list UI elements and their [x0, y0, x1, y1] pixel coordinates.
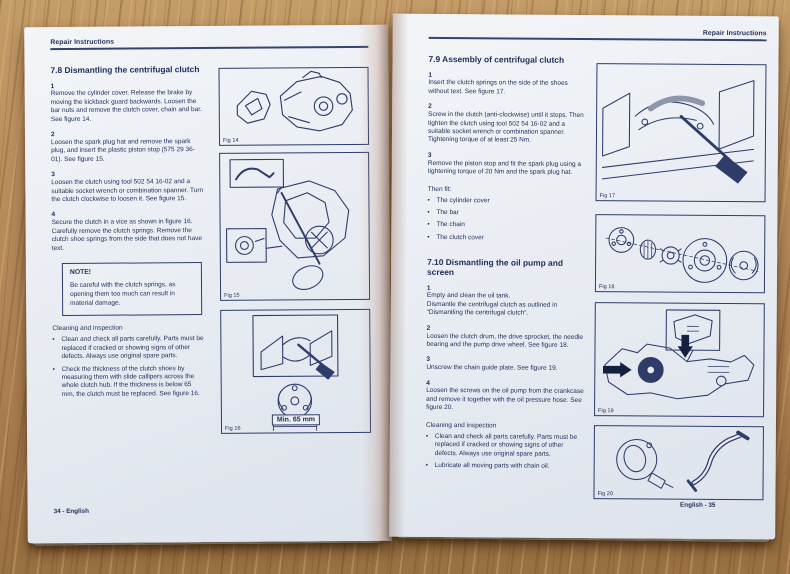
figure-19: Fig 19 — [594, 302, 765, 418]
clutch-drum-exploded-illustration — [605, 227, 759, 283]
left-figure-column: Fig 14 — [218, 56, 372, 434]
oil-pump-and-hose-illustration — [616, 430, 750, 492]
figure-caption: Fig 19 — [598, 408, 614, 415]
right-running-header: Repair Instructions — [702, 29, 767, 38]
step-text: Loosen the screws on the oil pump from t… — [426, 387, 584, 412]
list-item: Clean and check all parts carefully. Par… — [52, 335, 204, 361]
step-text: Loosen the clutch using tool 502 54 16-0… — [51, 178, 204, 204]
section-7-9-title: 7.9 Assembly of centrifugal clutch — [428, 53, 565, 65]
left-text-column: 7.8 Dismantling the centrifugal clutch 1… — [50, 57, 205, 435]
step: 3 Remove the piston stop and fit the spa… — [428, 152, 586, 178]
right-page-number: English - 35 — [680, 501, 716, 509]
figure-15: Fig 15 — [219, 151, 371, 301]
step: 1 Empty and clean the oil tank. Dismantl… — [427, 285, 585, 319]
bullet-icon — [427, 234, 436, 243]
chainsaw-side-illustration — [236, 70, 353, 132]
note-title: NOTE! — [69, 268, 92, 276]
step-text: Loosen the spark plug hat and remove the… — [50, 138, 195, 163]
clutch-removal-illustration — [226, 158, 350, 290]
list-item: The clutch cover — [427, 234, 585, 244]
figure-14: Fig 14 — [218, 66, 370, 146]
step: 4 Secure the clutch in a vice as shown i… — [51, 210, 203, 253]
step: 1 Insert the clutch springs on the side … — [428, 72, 586, 98]
figure-17: Fig 17 — [595, 63, 767, 203]
figure-16: Min. 65 mm Fig 16 — [220, 308, 372, 434]
section-7-10-title: 7.10 Dismantling the oil pump and screen — [426, 257, 564, 278]
list-item-text: Check the thickness of the clutch shoes … — [61, 364, 200, 398]
right-page-content: Repair Instructions 7.9 Assembly of cent… — [389, 14, 779, 540]
step: 1 Remove the cylinder cover. Release the… — [51, 82, 203, 125]
right-figure-column: Fig 17 — [593, 48, 767, 501]
section-7-8-title: 7.8 Dismantling the centrifugal clutch — [50, 64, 200, 76]
list-item: The cylinder cover — [427, 196, 585, 206]
list-item: The chain — [427, 221, 585, 231]
right-columns: 7.9 Assembly of centrifugal clutch 1 Ins… — [425, 47, 767, 501]
step-text: Screw in the clutch (anti-clockwise) unt… — [427, 111, 584, 145]
list-item: Clean and check all parts carefully. Par… — [426, 433, 584, 459]
min-thickness-label: Min. 65 mm — [271, 414, 321, 426]
list-item-text: Lubricate all moving parts with chain oi… — [434, 462, 550, 470]
bullet-icon — [427, 196, 436, 205]
step: 2 Loosen the clutch drum, the drive spro… — [426, 325, 584, 351]
step: 4 Loosen the screws on the oil pump from… — [426, 380, 584, 414]
list-item-text: The cylinder cover — [436, 196, 490, 204]
note-text: Be careful with the clutch springs, as o… — [69, 281, 176, 307]
cleaning-inspection-heading: Cleaning and inspection — [52, 324, 123, 333]
right-header-rule — [428, 36, 767, 42]
step: 3 Unscrew the chain guide plate. See fig… — [426, 356, 584, 373]
figure-caption: Fig 20 — [597, 491, 614, 498]
bullet-icon — [427, 209, 436, 218]
note-box: NOTE! Be careful with the clutch springs… — [61, 262, 203, 317]
left-running-header: Repair Instructions — [50, 38, 115, 47]
bullet-icon — [427, 221, 436, 230]
oil-pump-location-illustration — [602, 309, 755, 400]
figure-caption: Fig 14 — [222, 137, 239, 144]
cleaning-inspection-heading: Cleaning and inspection — [425, 421, 497, 430]
right-text-column: 7.9 Assembly of centrifugal clutch 1 Ins… — [425, 47, 586, 499]
step-text: Loosen the clutch drum, the drive sprock… — [426, 332, 584, 349]
list-item-text: The chain — [436, 221, 465, 229]
list-item-text: Clean and check all parts carefully. Par… — [61, 335, 204, 361]
step-text: Remove the piston stop and fit the spark… — [427, 159, 582, 177]
step-text: Secure the clutch in a vice as shown in … — [51, 218, 203, 252]
bullet-icon — [426, 462, 435, 471]
clutch-in-vice-illustration — [252, 314, 339, 432]
then-fit-heading: Then fit: — [427, 185, 452, 193]
list-item: Lubricate all moving parts with chain oi… — [426, 462, 584, 472]
bullet-icon — [52, 336, 61, 361]
list-item-text: The bar — [436, 208, 459, 217]
step-text: Insert the clutch springs on the side of… — [428, 79, 568, 96]
figure-caption: Fig 15 — [224, 292, 240, 299]
bullet-icon — [426, 433, 435, 458]
manual-page-right: Repair Instructions 7.9 Assembly of cent… — [389, 13, 779, 540]
left-page-content: Repair Instructions 7.8 Dismantling the … — [24, 25, 392, 544]
spring-fitting-illustration — [601, 80, 755, 184]
bullet-icon — [53, 366, 62, 400]
figure-caption: Fig 16 — [224, 425, 241, 432]
list-item: Check the thickness of the clutch shoes … — [53, 365, 205, 400]
left-page-number: 34 - English — [53, 507, 89, 516]
figure-18: Fig 18 — [594, 214, 766, 294]
left-header-rule — [50, 45, 369, 51]
list-item-text: The clutch cover — [436, 233, 484, 242]
step: 2 Loosen the spark plug hat and remove t… — [51, 130, 203, 164]
step-text: Empty and clean the oil tank. Dismantle … — [426, 292, 558, 317]
figure-caption: Fig 18 — [598, 284, 615, 291]
figure-caption: Fig 17 — [599, 193, 616, 200]
step: 2 Screw in the clutch (anti-clockwise) u… — [428, 103, 586, 146]
left-columns: 7.8 Dismantling the centrifugal clutch 1… — [50, 56, 372, 435]
step: 3 Loosen the clutch using tool 502 54 16… — [51, 170, 203, 204]
manual-page-left: Repair Instructions 7.8 Dismantling the … — [24, 24, 392, 544]
step-text: Remove the cylinder cover. Release the b… — [50, 89, 202, 123]
step-text: Unscrew the chain guide plate. See figur… — [426, 364, 558, 373]
figure-20: Fig 20 — [593, 425, 764, 501]
list-item-text: Clean and check all parts carefully. Par… — [434, 432, 578, 458]
list-item: The bar — [427, 209, 585, 219]
